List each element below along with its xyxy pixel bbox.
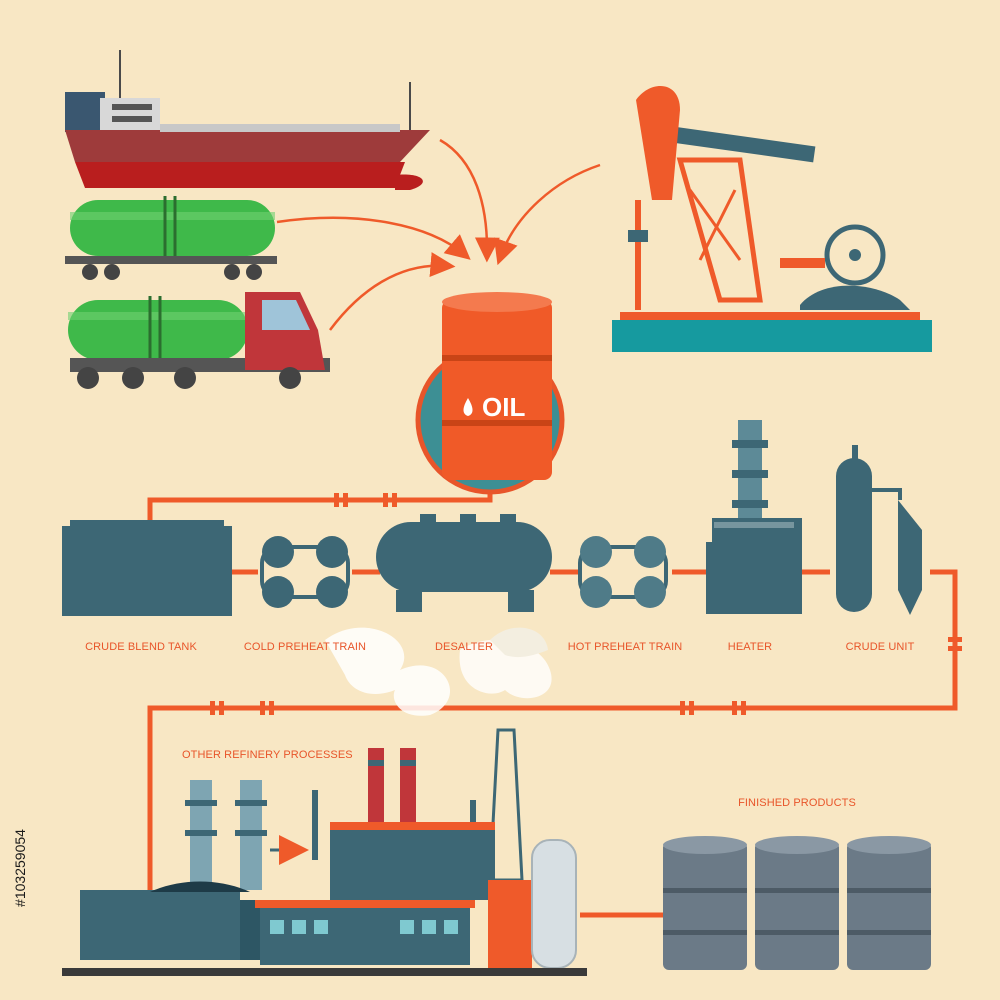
finished-product-barrels — [663, 836, 931, 970]
oil-barrel: OIL — [415, 292, 565, 495]
flow-arrows — [276, 138, 601, 331]
desalter-vessel — [376, 514, 552, 612]
label-crude-blend-tank: CRUDE BLEND TANK — [85, 641, 197, 653]
heater-unit — [706, 420, 802, 614]
label-cold-preheat-train: COLD PREHEAT TRAIN — [244, 641, 366, 653]
tanker-ship — [65, 50, 430, 190]
product-barrel — [755, 836, 839, 970]
stock-id-text: #103259054 — [12, 829, 28, 907]
tanker-truck — [68, 292, 330, 389]
crude-unit-column — [836, 445, 922, 615]
oil-barrel-label: OIL — [482, 392, 525, 422]
pipe-couplings — [210, 493, 962, 715]
label-desalter: DESALTER — [435, 641, 493, 653]
label-crude-unit: CRUDE UNIT — [846, 641, 915, 653]
cold-preheat-train — [260, 536, 350, 608]
hot-preheat-train — [578, 536, 668, 608]
product-barrel — [663, 836, 747, 970]
rail-tank-car — [65, 196, 277, 280]
label-heater: HEATER — [728, 641, 772, 653]
refinery-complex — [62, 627, 587, 976]
oil-pumpjack — [612, 86, 932, 352]
label-hot-preheat-train: HOT PREHEAT TRAIN — [568, 641, 683, 653]
product-barrel — [847, 836, 931, 970]
stock-id-watermark: #103259054 — [6, 760, 36, 990]
crude-blend-tank — [62, 520, 232, 616]
label-other-refinery-processes: OTHER REFINERY PROCESSES — [182, 749, 353, 761]
label-finished-products: FINISHED PRODUCTS — [738, 797, 856, 809]
